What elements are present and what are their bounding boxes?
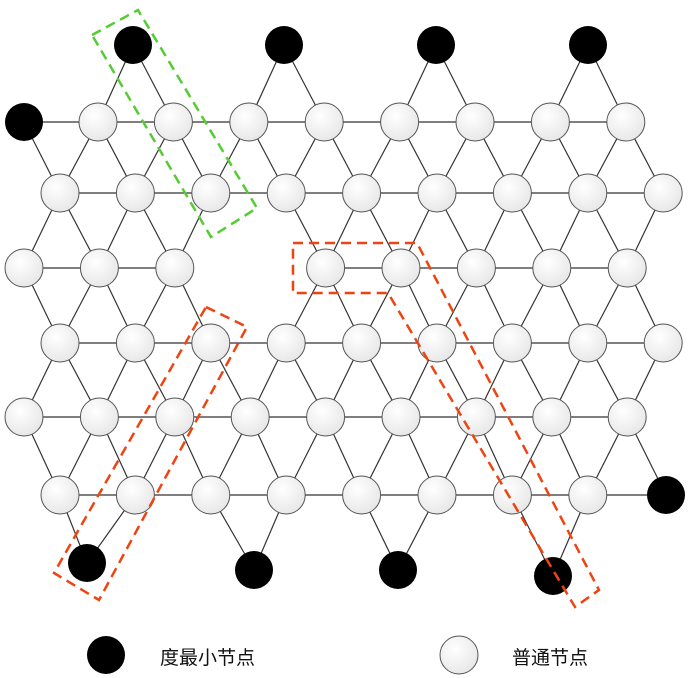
legend-min-degree-swatch [87, 636, 125, 674]
legend-min-degree-label: 度最小节点 [160, 647, 256, 669]
normal-node [456, 248, 496, 288]
normal-node [79, 397, 119, 437]
legend-normal-label: 普通节点 [512, 647, 589, 669]
normal-node [266, 323, 306, 363]
normal-node [607, 248, 647, 288]
min-degree-node [417, 26, 455, 64]
normal-node [606, 102, 646, 142]
normal-node [40, 173, 80, 213]
normal-node [229, 102, 269, 142]
normal-node [417, 323, 457, 363]
normal-node [381, 248, 421, 288]
normal-node [568, 475, 608, 515]
normal-node [532, 397, 572, 437]
normal-node [492, 173, 532, 213]
normal-node [492, 323, 532, 363]
normal-node [115, 173, 155, 213]
normal-node [191, 173, 231, 213]
normal-node [155, 397, 195, 437]
green-highlight-region [90, 8, 259, 239]
normal-node [153, 102, 193, 142]
normal-node [191, 323, 231, 363]
normal-node [492, 475, 532, 515]
normal-node [455, 102, 495, 142]
normal-node [380, 102, 420, 142]
normal-node [266, 173, 306, 213]
normal-node [342, 173, 382, 213]
normal-node [79, 248, 119, 288]
normal-node [266, 475, 306, 515]
min-degree-node [68, 544, 106, 582]
normal-node [530, 102, 570, 142]
normal-node [342, 323, 382, 363]
red-highlight-region-top [291, 241, 601, 609]
normal-node [532, 248, 572, 288]
highlight-layer [52, 8, 601, 609]
min-degree-node [379, 551, 417, 589]
normal-node [155, 248, 195, 288]
normal-node [78, 102, 118, 142]
normal-node [381, 397, 421, 437]
min-degree-node [114, 26, 152, 64]
normal-node [115, 323, 155, 363]
normal-node [456, 397, 496, 437]
min-degree-node [647, 476, 685, 514]
normal-node [306, 248, 346, 288]
normal-node [306, 397, 346, 437]
normal-node [607, 397, 647, 437]
normal-node [568, 323, 608, 363]
min-degree-node [235, 551, 273, 589]
normal-node [40, 323, 80, 363]
normal-node [191, 475, 231, 515]
red-highlight-region-bottom [52, 305, 249, 602]
normal-node [342, 475, 382, 515]
normal-node [568, 173, 608, 213]
min-degree-node [5, 103, 43, 141]
legend-normal-swatch [439, 635, 479, 675]
normal-node [230, 397, 270, 437]
normal-node [4, 248, 44, 288]
normal-node [115, 475, 155, 515]
normal-node [417, 475, 457, 515]
min-degree-node [569, 26, 607, 64]
normal-node [643, 173, 683, 213]
min-degree-node [265, 26, 303, 64]
normal-node [304, 102, 344, 142]
normal-node [40, 475, 80, 515]
normal-node [4, 397, 44, 437]
legend [87, 635, 479, 675]
normal-node [643, 323, 683, 363]
normal-node [417, 173, 457, 213]
min-degree-node [534, 557, 572, 595]
node-layer [4, 26, 685, 595]
